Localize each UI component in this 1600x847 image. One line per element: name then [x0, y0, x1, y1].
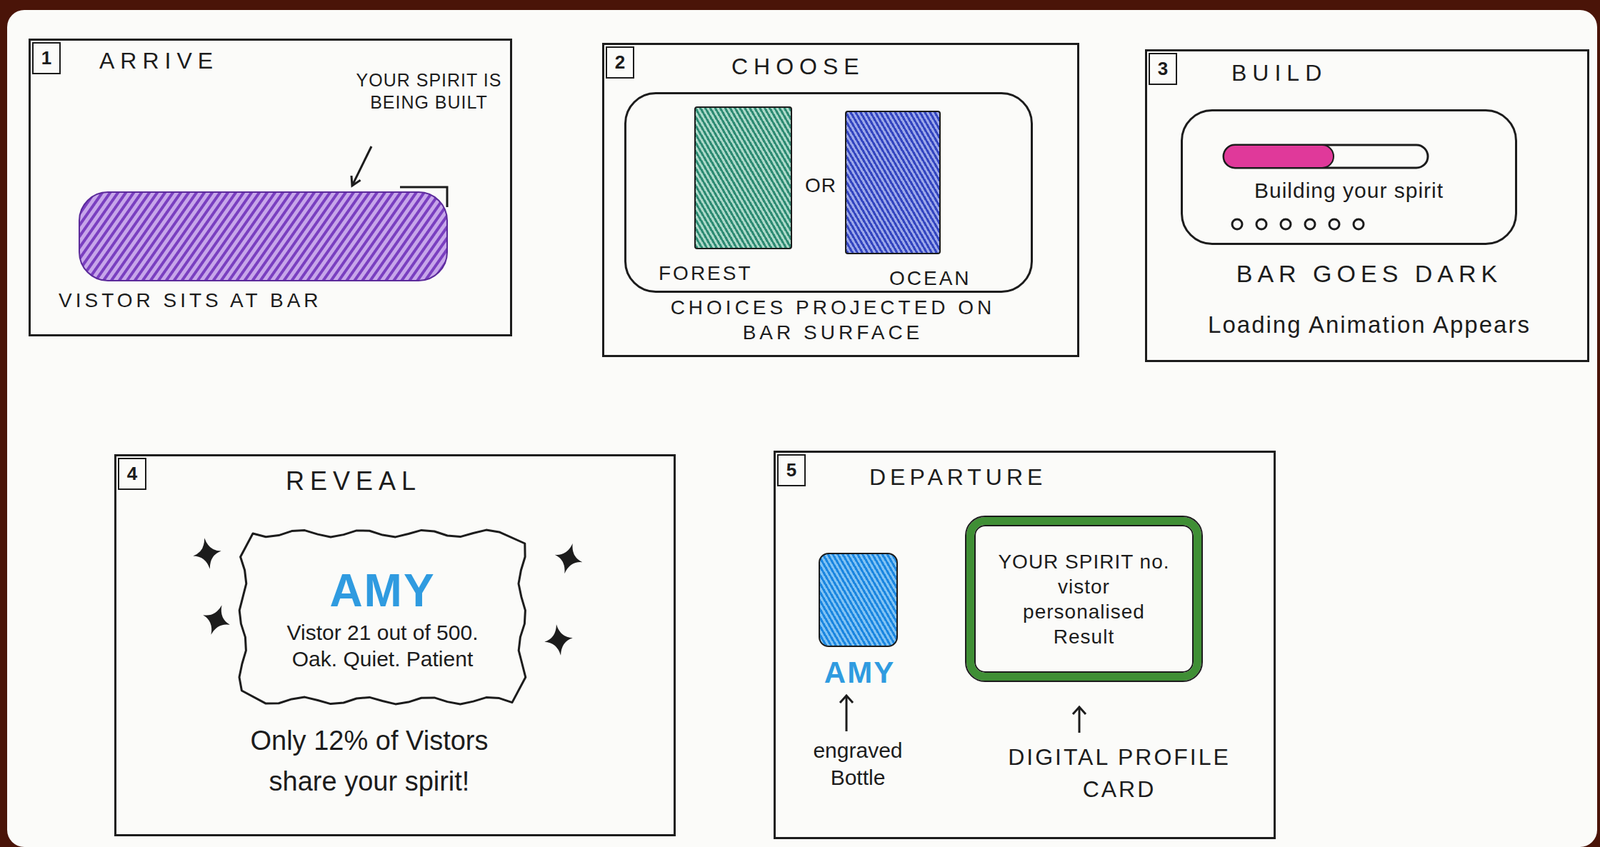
leader-arrow	[845, 695, 848, 732]
spirit-name: AMY	[329, 562, 435, 620]
panel-number-box: 2	[605, 46, 635, 79]
loading-dot	[1353, 219, 1364, 230]
panel-title: DEPARTURE	[869, 462, 1113, 492]
panel-number: 1	[41, 46, 52, 70]
loading-screen: Building your spirit	[1180, 109, 1518, 245]
panel-number-box: 1	[32, 42, 61, 75]
loading-dot	[1280, 219, 1291, 230]
engraved-bottle: AMY	[818, 552, 898, 648]
panel-number: 3	[1157, 57, 1168, 81]
spirit-traits: Oak. Quiet. Patient	[292, 645, 473, 673]
panel-title: BUILD	[1231, 58, 1446, 88]
wavy-outline	[237, 527, 528, 707]
storyboard-panel: CHOOSE CHOICES PROJECTED ON BAR SURFACE 2O…	[602, 42, 1080, 358]
leader-arrow	[352, 146, 372, 186]
annotation: YOUR SPIRIT IS BEING BUILT	[355, 69, 503, 115]
choice-swatch: OCEAN	[845, 110, 941, 255]
status-text: Building your spirit	[1190, 177, 1508, 205]
bar-edge-stroke	[400, 187, 448, 208]
loading-dot	[1256, 219, 1267, 230]
choice-swatch: FOREST	[694, 106, 793, 250]
reveal-card: AMYVistor 21 out of 500.Oak. Quiet. Pati…	[237, 527, 528, 707]
panel-number: 4	[127, 462, 138, 486]
panel-number: 2	[615, 50, 625, 75]
loading-dot	[1329, 219, 1340, 230]
arrow-head	[840, 695, 853, 703]
profile-card: YOUR SPIRIT no. vistor personalised Resu…	[966, 517, 1202, 681]
progress-track	[1223, 145, 1428, 168]
panel-caption: CHOICES PROJECTED ON BAR SURFACE	[647, 295, 1019, 345]
panel-title: REVEAL	[285, 465, 515, 498]
storyboard-panel: REVEAL Only 12% of Vistors share your spi…	[114, 454, 676, 837]
progress-fill	[1223, 145, 1334, 168]
storyboard-panel: ARRIVE YOUR SPIRIT IS BEING BUILT VISTOR S…	[28, 38, 513, 337]
sparkle	[550, 540, 587, 578]
panel-caption: VISTOR SITS AT BAR	[58, 287, 502, 313]
engraved-name: AMY	[805, 654, 914, 693]
storyboard-panel: DEPARTURE engraved Bottle DIGITAL PROFILE …	[773, 450, 1276, 840]
panel-caption: BAR GOES DARK	[1161, 258, 1578, 290]
swatch-label: OCEAN	[889, 265, 1011, 291]
panel-number: 5	[786, 458, 797, 483]
panel-title: ARRIVE	[99, 46, 314, 75]
panel-caption: Only 12% of Vistors share your spirit!	[219, 720, 520, 803]
arrow-head	[351, 175, 361, 186]
bar-surface	[79, 192, 448, 281]
loading-dot	[1232, 219, 1243, 230]
panel-number-box: 4	[117, 457, 147, 490]
sparkle	[197, 600, 236, 640]
card-text: YOUR SPIRIT no. vistor personalised Resu…	[995, 549, 1174, 650]
sparkle	[190, 535, 224, 572]
visitor-count: Vistor 21 out of 500.	[287, 619, 479, 647]
wavy-outline-path	[239, 530, 526, 705]
panel-number-box: 5	[777, 454, 806, 487]
panel-title: CHOOSE	[731, 52, 946, 81]
sparkle	[542, 622, 575, 658]
storyboard-panel: BUILD BAR GOES DARK Loading Animation Appe…	[1145, 49, 1590, 363]
swatch-label: FOREST	[658, 260, 788, 286]
page-card	[7, 10, 1598, 847]
loading-dot	[1305, 219, 1315, 230]
choice-separator: OR	[805, 172, 848, 198]
arrow-head	[1072, 707, 1086, 715]
leader-arrow	[1078, 707, 1081, 733]
projection-surface: OR FOREST OCEAN	[624, 92, 1033, 293]
callout: DIGITAL PROFILE CARD	[969, 741, 1270, 806]
callout: engraved Bottle	[786, 737, 930, 791]
panel-caption: Loading Animation Appears	[1161, 310, 1578, 340]
panel-number-box: 3	[1148, 52, 1178, 85]
